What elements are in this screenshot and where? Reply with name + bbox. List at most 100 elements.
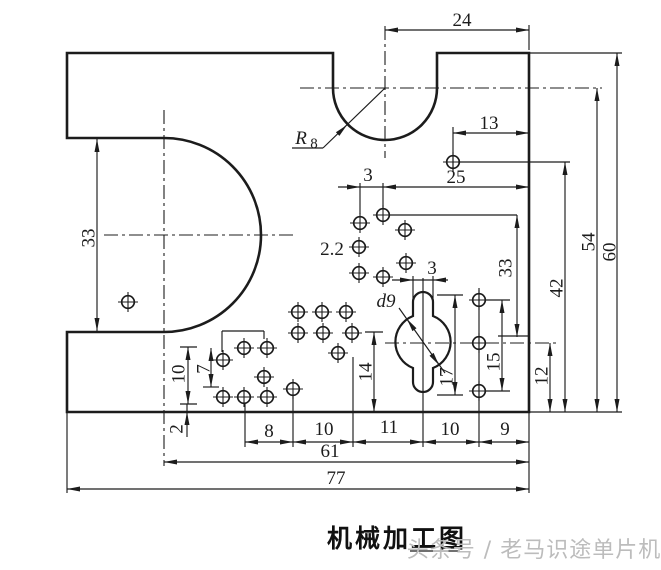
hole-mark (234, 387, 254, 407)
dimension-label: 9 (500, 419, 510, 440)
dimension-arrow (410, 439, 423, 445)
dimension-arrow (280, 439, 293, 445)
dimension-label: 3 (363, 165, 373, 186)
hole-mark (373, 205, 393, 225)
hole-mark (213, 350, 233, 370)
drawing-title: 机械加工图 (327, 524, 467, 553)
hole-mark (336, 302, 356, 322)
dimension-arrow (516, 184, 529, 190)
dimension-arrow (208, 348, 214, 361)
dimension-arrow (164, 459, 177, 465)
dimension-arrow (514, 324, 520, 337)
dimension-arrow (347, 184, 360, 190)
dimension-arrow (547, 343, 553, 356)
hole-mark (373, 267, 393, 287)
dimension-arrow (594, 88, 600, 101)
dimension-arrow (185, 391, 191, 404)
dimension-arrow (594, 399, 600, 412)
dimension-arrow (516, 130, 529, 136)
dimension-label: 13 (480, 113, 499, 134)
hole-mark (118, 292, 138, 312)
dimension-label: 60 (600, 243, 621, 262)
dimension-arrow (433, 277, 446, 283)
dimension-label: 33 (496, 259, 517, 278)
dimension-label: 61 (321, 441, 340, 462)
dimension-arrow (335, 125, 347, 136)
dimension-label: 10 (441, 419, 460, 440)
dimension-arrow (429, 352, 439, 365)
dimension-arrow (407, 319, 417, 332)
dimension-label: 42 (547, 279, 568, 298)
hole-mark (288, 302, 308, 322)
dimension-arrow (208, 374, 214, 387)
watermark-text: 头条号 / 老马识途单片机 (407, 538, 661, 563)
dimension-label: 17 (437, 368, 458, 387)
hole-mark (257, 338, 277, 358)
hole-mark (342, 323, 362, 343)
dimension-label: 25 (447, 167, 466, 188)
hole-mark (469, 381, 489, 401)
dimension-arrow (466, 439, 479, 445)
dimension-label: 8 (310, 136, 318, 152)
dimension-arrow (353, 439, 366, 445)
hole-mark (350, 213, 370, 233)
dimension-arrow (499, 300, 505, 313)
dimension-arrow (185, 347, 191, 360)
hole-mark (213, 387, 233, 407)
dimension-arrow (184, 412, 190, 425)
dimension-label: 24 (453, 10, 473, 31)
keyhole-slot (394, 290, 452, 394)
dimension-arrow (614, 399, 620, 412)
dimension-label: 7 (194, 364, 215, 374)
dimension-arrow (547, 399, 553, 412)
hole-mark (288, 323, 308, 343)
dimension-arrow (479, 439, 492, 445)
dimension-label: 14 (356, 362, 377, 382)
dimension-arrow (614, 53, 620, 66)
dimension-label: 15 (484, 353, 505, 372)
dimension-label: 2.2 (320, 239, 344, 260)
dimension-label: 12 (532, 367, 553, 386)
hole-mark (395, 220, 415, 240)
dimension-label: 10 (169, 365, 190, 384)
dimension-arrow (516, 27, 529, 33)
dimension-arrow (94, 318, 100, 331)
dimension-label: R (294, 128, 307, 149)
dimension-arrow (562, 399, 568, 412)
dimension-arrow (516, 459, 529, 465)
dimension-arrow (245, 439, 258, 445)
hole-mark (257, 387, 277, 407)
hole-mark (328, 343, 348, 363)
dimension-arrow (340, 439, 353, 445)
part-outline (65, 51, 531, 414)
dimension-arrow (452, 295, 458, 308)
dimension-arrow (514, 215, 520, 228)
dimension-label: d9 (377, 291, 397, 312)
dimension-arrow (499, 378, 505, 391)
dimension-label: 8 (264, 421, 274, 442)
dimension-arrow (293, 439, 306, 445)
dimension-arrow (400, 277, 413, 283)
dimension-label: 3 (427, 258, 437, 279)
dimension-arrow (385, 27, 398, 33)
hole-mark (349, 237, 369, 257)
dimension-arrow (371, 399, 377, 412)
dimension-label: 10 (315, 419, 334, 440)
dimension-label: 11 (380, 417, 398, 438)
dimension-arrow (452, 382, 458, 395)
dimension-label: 54 (579, 232, 600, 252)
dimension-arrow (562, 162, 568, 175)
hole-mark (443, 152, 463, 172)
hole-mark (254, 367, 274, 387)
dimension-label: 2 (167, 424, 188, 434)
dimension-arrow (453, 130, 466, 136)
hole-mark (312, 302, 332, 322)
dimension-arrow (383, 184, 396, 190)
hole-mark (234, 338, 254, 358)
dimension-arrow (67, 486, 80, 492)
hole-mark (469, 333, 489, 353)
hole-mark (349, 263, 369, 283)
hole-mark (283, 379, 303, 399)
